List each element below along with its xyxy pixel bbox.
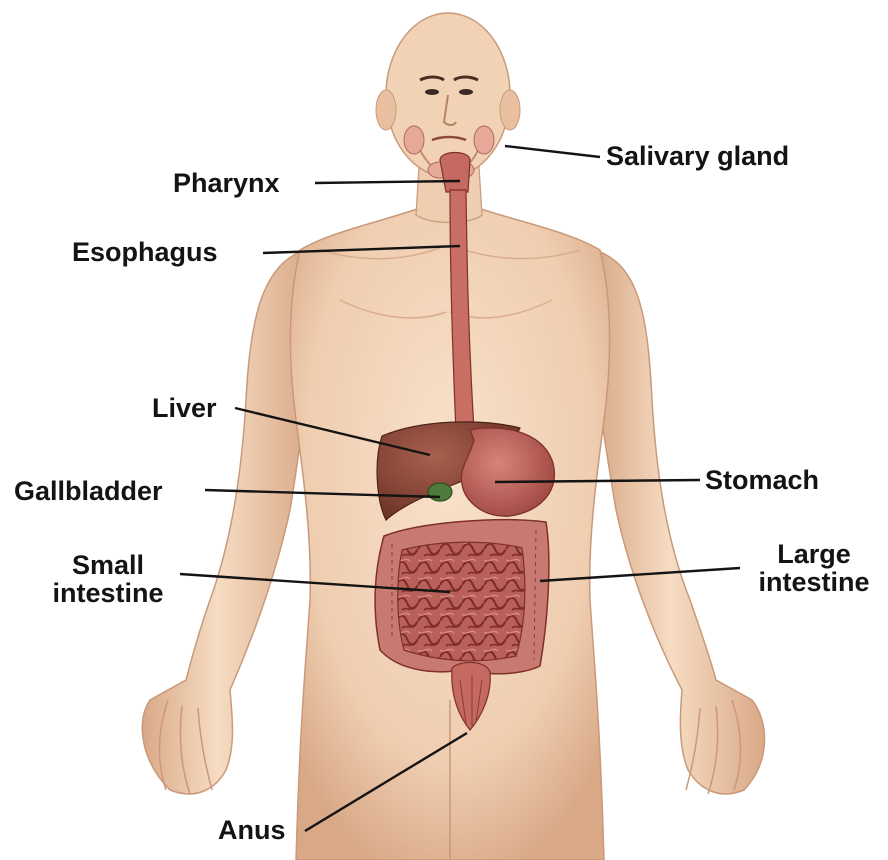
label-small-intestine: Small intestine	[38, 551, 178, 607]
label-large-intestine-line2: intestine	[744, 568, 884, 596]
label-large-intestine: Large intestine	[744, 540, 884, 596]
label-stomach: Stomach	[705, 466, 819, 494]
label-esophagus: Esophagus	[72, 238, 218, 266]
leader-line-salivary-gland	[505, 146, 600, 157]
label-large-intestine-line1: Large	[744, 540, 884, 568]
label-salivary-gland: Salivary gland	[606, 142, 789, 170]
label-gallbladder: Gallbladder	[14, 477, 163, 505]
label-small-intestine-line1: Small	[38, 551, 178, 579]
label-small-intestine-line2: intestine	[38, 579, 178, 607]
label-liver: Liver	[152, 394, 217, 422]
gallbladder-organ	[428, 483, 452, 501]
small-intestine-organ	[398, 542, 525, 661]
pharynx-organ	[440, 153, 470, 193]
label-anus: Anus	[218, 816, 286, 844]
label-pharynx: Pharynx	[173, 169, 280, 197]
